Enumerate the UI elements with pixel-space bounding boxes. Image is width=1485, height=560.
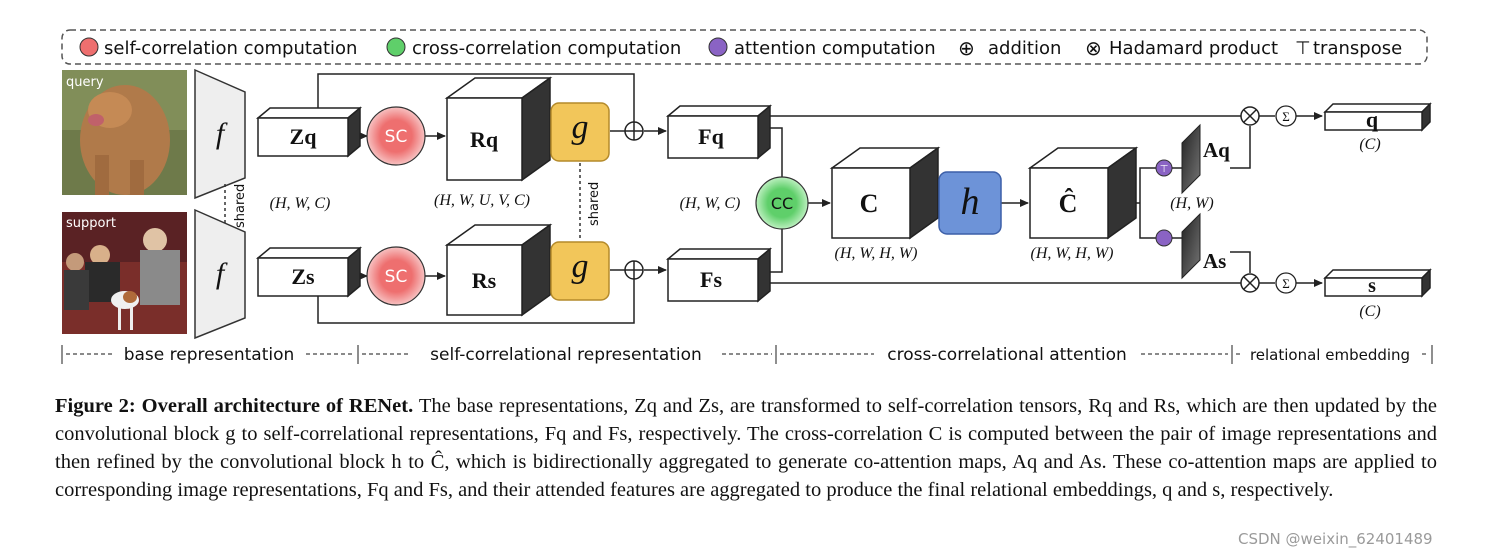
dim-a: (H, W)	[1170, 195, 1214, 212]
z-support-block: Zs	[255, 246, 363, 298]
flow-lines	[317, 73, 1323, 324]
fs-label: Fs	[700, 267, 722, 292]
c-cube: C	[829, 146, 941, 240]
c-hat-label: Ĉ	[1059, 189, 1078, 218]
stage-relational: relational embedding	[1250, 346, 1410, 364]
caption-lead: Figure 2: Overall architecture of RENet.	[55, 395, 414, 417]
sc-support-node: SC	[366, 246, 426, 306]
legend-attention-dot	[708, 37, 728, 57]
dim-c-hat: (H, W, H, W)	[1031, 245, 1114, 262]
query-image: query	[62, 70, 187, 195]
dim-s: (C)	[1359, 303, 1380, 320]
dim-q: (C)	[1359, 136, 1380, 153]
dim-z: (H, W, C)	[270, 195, 331, 212]
attention-query-node: ⊤	[1155, 159, 1173, 177]
legend-attention-label: attention computation	[734, 38, 936, 59]
s-vector: s	[1323, 268, 1432, 298]
encoder-f-query: f	[194, 68, 246, 200]
hadamard-support-node	[1240, 273, 1260, 293]
fq-label: Fq	[698, 124, 724, 149]
legend: self-correlation computation cross-corre…	[61, 29, 1428, 65]
g-top-label: g	[572, 109, 589, 146]
cc-node: CC	[755, 176, 809, 230]
shared-label-left: shared	[233, 184, 248, 228]
caption-text: The base representations, Zq and Zs, are…	[55, 395, 1437, 501]
support-image: support	[62, 212, 187, 334]
sc-top-label: SC	[385, 127, 408, 147]
sc-bottom-label: SC	[385, 267, 408, 287]
stage-base: base representation	[124, 345, 295, 365]
dim-f: (H, W, C)	[680, 195, 741, 212]
transpose-symbol-node: ⊤	[1160, 164, 1169, 175]
rq-label: Rq	[470, 127, 499, 152]
legend-cc-dot	[386, 37, 406, 57]
aq-label: Aq	[1203, 138, 1230, 162]
legend-cc-label: cross-correlation computation	[412, 38, 681, 59]
f-support-block: Fs	[665, 247, 773, 303]
legend-addition-symbol: ⊕	[958, 36, 975, 60]
shared-label-g: shared	[587, 182, 602, 226]
f-query-block: Fq	[665, 104, 773, 160]
s-label: s	[1368, 275, 1376, 297]
stage-cross: cross-correlational attention	[887, 345, 1127, 365]
rs-label: Rs	[472, 268, 497, 293]
legend-sc-label: self-correlation computation	[104, 38, 357, 59]
query-label: query	[66, 75, 104, 90]
g-support-block: g	[550, 241, 610, 301]
g-bottom-label: g	[572, 248, 589, 285]
as-map: As	[1181, 212, 1226, 280]
sigma-query-node: Σ	[1275, 105, 1297, 127]
support-label: support	[66, 216, 116, 231]
dim-c: (H, W, H, W)	[835, 245, 918, 262]
r-support-cube: Rs	[444, 223, 553, 317]
z-query-block: Zq	[255, 106, 363, 158]
r-query-cube: Rq	[444, 76, 553, 182]
c-hat-cube: Ĉ	[1027, 146, 1139, 240]
aq-map: Aq	[1181, 123, 1230, 195]
legend-hadamard-symbol: ⊗	[1085, 36, 1102, 60]
figure-caption: Figure 2: Overall architecture of RENet.…	[55, 392, 1437, 504]
legend-sc-dot	[79, 37, 99, 57]
hadamard-query-node	[1240, 106, 1260, 126]
sigma-support-node: Σ	[1275, 272, 1297, 294]
as-label: As	[1203, 249, 1226, 273]
q-label: q	[1366, 107, 1379, 132]
sigma-q-label: Σ	[1282, 109, 1290, 124]
zs-label: Zs	[291, 264, 315, 289]
legend-transpose-label: transpose	[1313, 38, 1402, 59]
addition-support-node	[624, 260, 644, 280]
legend-box	[61, 29, 1428, 65]
legend-addition-label: addition	[988, 38, 1061, 59]
stage-self: self-correlational representation	[430, 345, 702, 365]
c-label: C	[860, 189, 879, 218]
q-vector: q	[1323, 102, 1432, 132]
encoder-f-support: f	[194, 208, 246, 340]
sc-query-node: SC	[366, 106, 426, 166]
g-query-block: g	[550, 102, 610, 162]
legend-hadamard-label: Hadamard product	[1109, 38, 1278, 59]
watermark: CSDN @weixin_62401489	[1238, 530, 1433, 548]
sigma-s-label: Σ	[1282, 276, 1290, 291]
cc-label: CC	[771, 194, 793, 213]
h-block: h	[938, 171, 1002, 235]
addition-query-node	[624, 121, 644, 141]
stage-bar	[61, 345, 1433, 364]
dim-r: (H, W, U, V, C)	[434, 192, 530, 209]
legend-transpose-symbol: ⊤	[1295, 38, 1311, 59]
attention-support-node	[1155, 229, 1173, 247]
h-label: h	[961, 181, 980, 223]
zq-label: Zq	[290, 124, 318, 149]
